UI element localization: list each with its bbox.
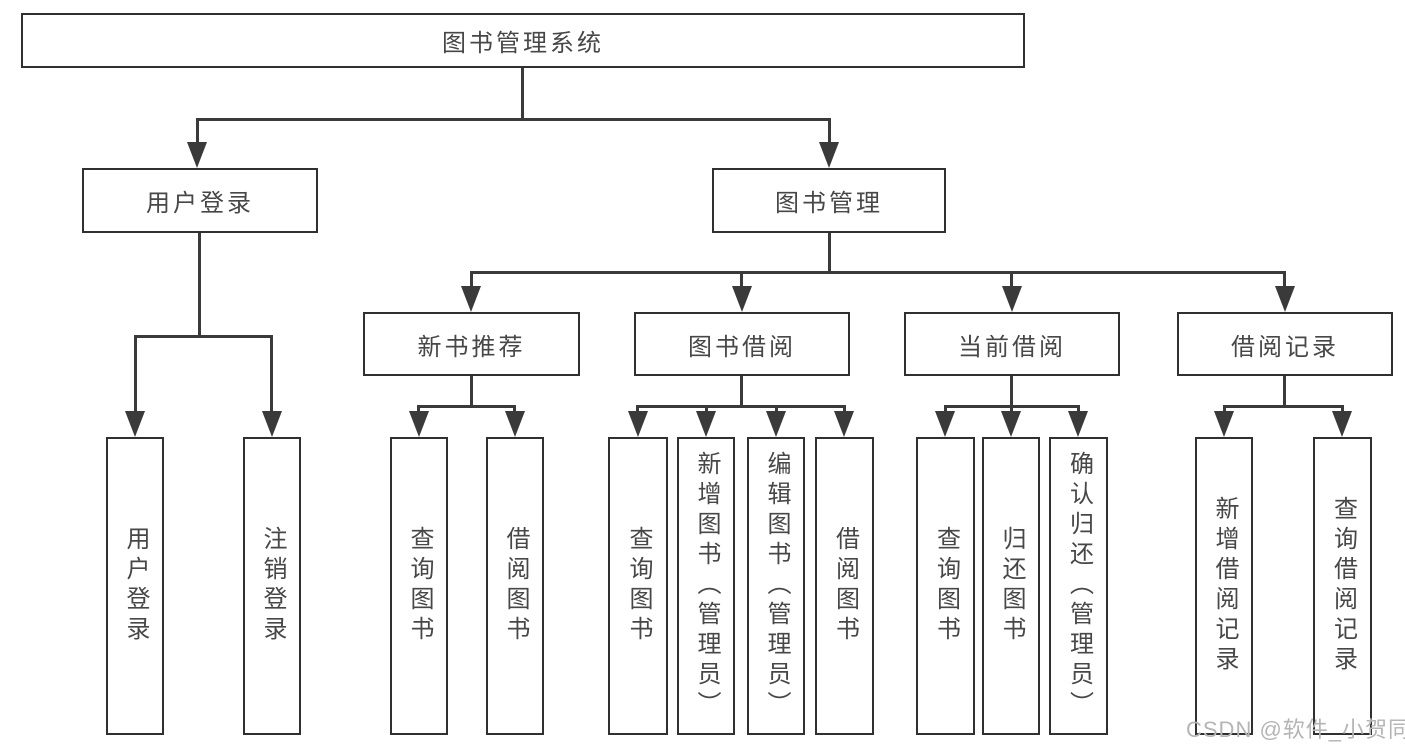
down-arrowhead-record-0 (1214, 411, 1234, 437)
leaf-login-logout-label: 注销登录 (259, 526, 286, 646)
leaf-record-query-record: 查询借阅记录 (1313, 437, 1372, 735)
node-borrow-record: 借阅记录 (1177, 312, 1393, 376)
node-borrow-record-label: 借阅记录 (1231, 333, 1339, 361)
node-book-borrow-label: 图书借阅 (688, 333, 796, 361)
leaf-current-return-book-label: 归还图书 (998, 526, 1025, 646)
connector-recommend-bus (417, 405, 516, 408)
down-arrowhead-current-2 (1068, 411, 1088, 437)
leaf-current-query-book: 查询图书 (916, 437, 975, 735)
connector-record-bus (1223, 405, 1344, 408)
leaf-borrow-add-book-admin-label: 新增图书（管理员） (693, 451, 720, 721)
node-current-borrow: 当前借阅 (904, 312, 1120, 376)
down-arrowhead-recommend-1 (505, 411, 525, 437)
down-arrowhead-current-1 (1001, 411, 1021, 437)
connector-current-shaft-2 (1077, 405, 1080, 415)
leaf-record-add-record: 新增借阅记录 (1195, 437, 1253, 735)
down-arrowhead-borrow-3 (834, 411, 854, 437)
connector-recommend-shaft-0 (417, 405, 420, 415)
down-arrowhead-borrow-1 (696, 411, 716, 437)
down-arrowhead-record (1275, 286, 1295, 312)
leaf-record-query-record-label: 查询借阅记录 (1329, 496, 1357, 676)
down-arrowhead-current-0 (935, 411, 955, 437)
connector-record-stem (1283, 376, 1286, 405)
down-arrowhead-user-login (187, 142, 207, 168)
leaf-login-logout: 注销登录 (243, 437, 301, 735)
down-arrowhead-borrow (732, 286, 752, 312)
down-arrowhead-current (1002, 286, 1022, 312)
connector-login-shaft-1 (270, 335, 273, 413)
connector-login-bus (134, 335, 273, 338)
node-new-book-recommend-label: 新书推荐 (417, 333, 526, 361)
down-arrowhead-login-1 (262, 411, 282, 437)
connector-l2-bus (196, 118, 831, 121)
down-arrowhead-borrow-0 (628, 411, 648, 437)
down-arrowhead-recommend (461, 286, 481, 312)
leaf-recommend-query-book: 查询图书 (390, 437, 448, 735)
connector-borrow-bus (636, 405, 846, 408)
leaf-login-user-label: 用户登录 (122, 526, 149, 646)
connector-current-shaft-1 (1010, 405, 1013, 415)
connector-record-shaft-1 (1341, 405, 1344, 415)
leaf-borrow-add-book-admin: 新增图书（管理员） (677, 437, 735, 735)
connector-current-shaft-0 (944, 405, 947, 415)
connector-record-shaft-0 (1223, 405, 1226, 415)
connector-l3-shaft-2 (1010, 271, 1013, 288)
leaf-borrow-edit-book-admin: 编辑图书（管理员） (747, 437, 805, 735)
connector-l2-right-shaft (828, 118, 831, 145)
leaf-login-user: 用户登录 (106, 437, 164, 735)
down-arrowhead-login-0 (125, 411, 145, 437)
connector-borrow-stem (740, 376, 743, 405)
leaf-record-add-record-label: 新增借阅记录 (1211, 496, 1238, 676)
leaf-borrow-borrow-book-label: 借阅图书 (831, 526, 859, 646)
down-arrowhead-recommend-0 (409, 411, 429, 437)
csdn-watermark: CSDN @软件_小贺同学 (1186, 717, 1405, 742)
connector-current-stem (1010, 376, 1013, 405)
node-new-book-recommend: 新书推荐 (363, 312, 580, 376)
leaf-current-confirm-return-admin: 确认归还（管理员） (1049, 437, 1108, 735)
node-book-mgmt: 图书管理 (712, 168, 946, 233)
connector-recommend-stem (470, 376, 473, 405)
leaf-current-return-book: 归还图书 (982, 437, 1040, 735)
leaf-recommend-borrow-book: 借阅图书 (486, 437, 544, 735)
node-current-borrow-label: 当前借阅 (958, 333, 1066, 361)
leaf-borrow-edit-book-admin-label: 编辑图书（管理员） (763, 451, 790, 721)
leaf-borrow-query-book-label: 查询图书 (625, 526, 652, 646)
connector-l3-shaft-3 (1283, 271, 1286, 288)
connector-login-stem (198, 233, 201, 335)
leaf-recommend-query-book-label: 查询图书 (406, 526, 433, 646)
connector-borrow-shaft-0 (636, 405, 639, 415)
connector-borrow-shaft-1 (705, 405, 708, 415)
connector-recommend-shaft-1 (513, 405, 516, 415)
node-user-login: 用户登录 (82, 168, 318, 233)
connector-l3-shaft-1 (740, 271, 743, 288)
connector-login-shaft-0 (134, 335, 137, 413)
connector-l3-bus (470, 271, 1286, 274)
connector-root-stem (521, 68, 524, 118)
node-book-borrow: 图书借阅 (634, 312, 850, 376)
leaf-current-query-book-label: 查询图书 (932, 526, 960, 646)
leaf-current-confirm-return-admin-label: 确认归还（管理员） (1065, 451, 1093, 721)
node-user-login-label: 用户登录 (146, 190, 254, 217)
down-arrowhead-borrow-2 (766, 411, 786, 437)
down-arrowhead-book-mgmt (819, 142, 839, 168)
node-book-mgmt-label: 图书管理 (775, 190, 883, 217)
connector-book-mgmt-stem (828, 233, 831, 271)
connector-l3-shaft-0 (470, 271, 473, 288)
connector-l2-left-shaft (196, 118, 199, 145)
node-root: 图书管理系统 (21, 13, 1025, 68)
node-root-label: 图书管理系统 (442, 30, 604, 57)
leaf-borrow-borrow-book: 借阅图书 (815, 437, 874, 735)
down-arrowhead-record-1 (1332, 411, 1352, 437)
connector-borrow-shaft-3 (843, 405, 846, 415)
leaf-recommend-borrow-book-label: 借阅图书 (502, 526, 529, 646)
connector-borrow-shaft-2 (775, 405, 778, 415)
leaf-borrow-query-book: 查询图书 (608, 437, 668, 735)
